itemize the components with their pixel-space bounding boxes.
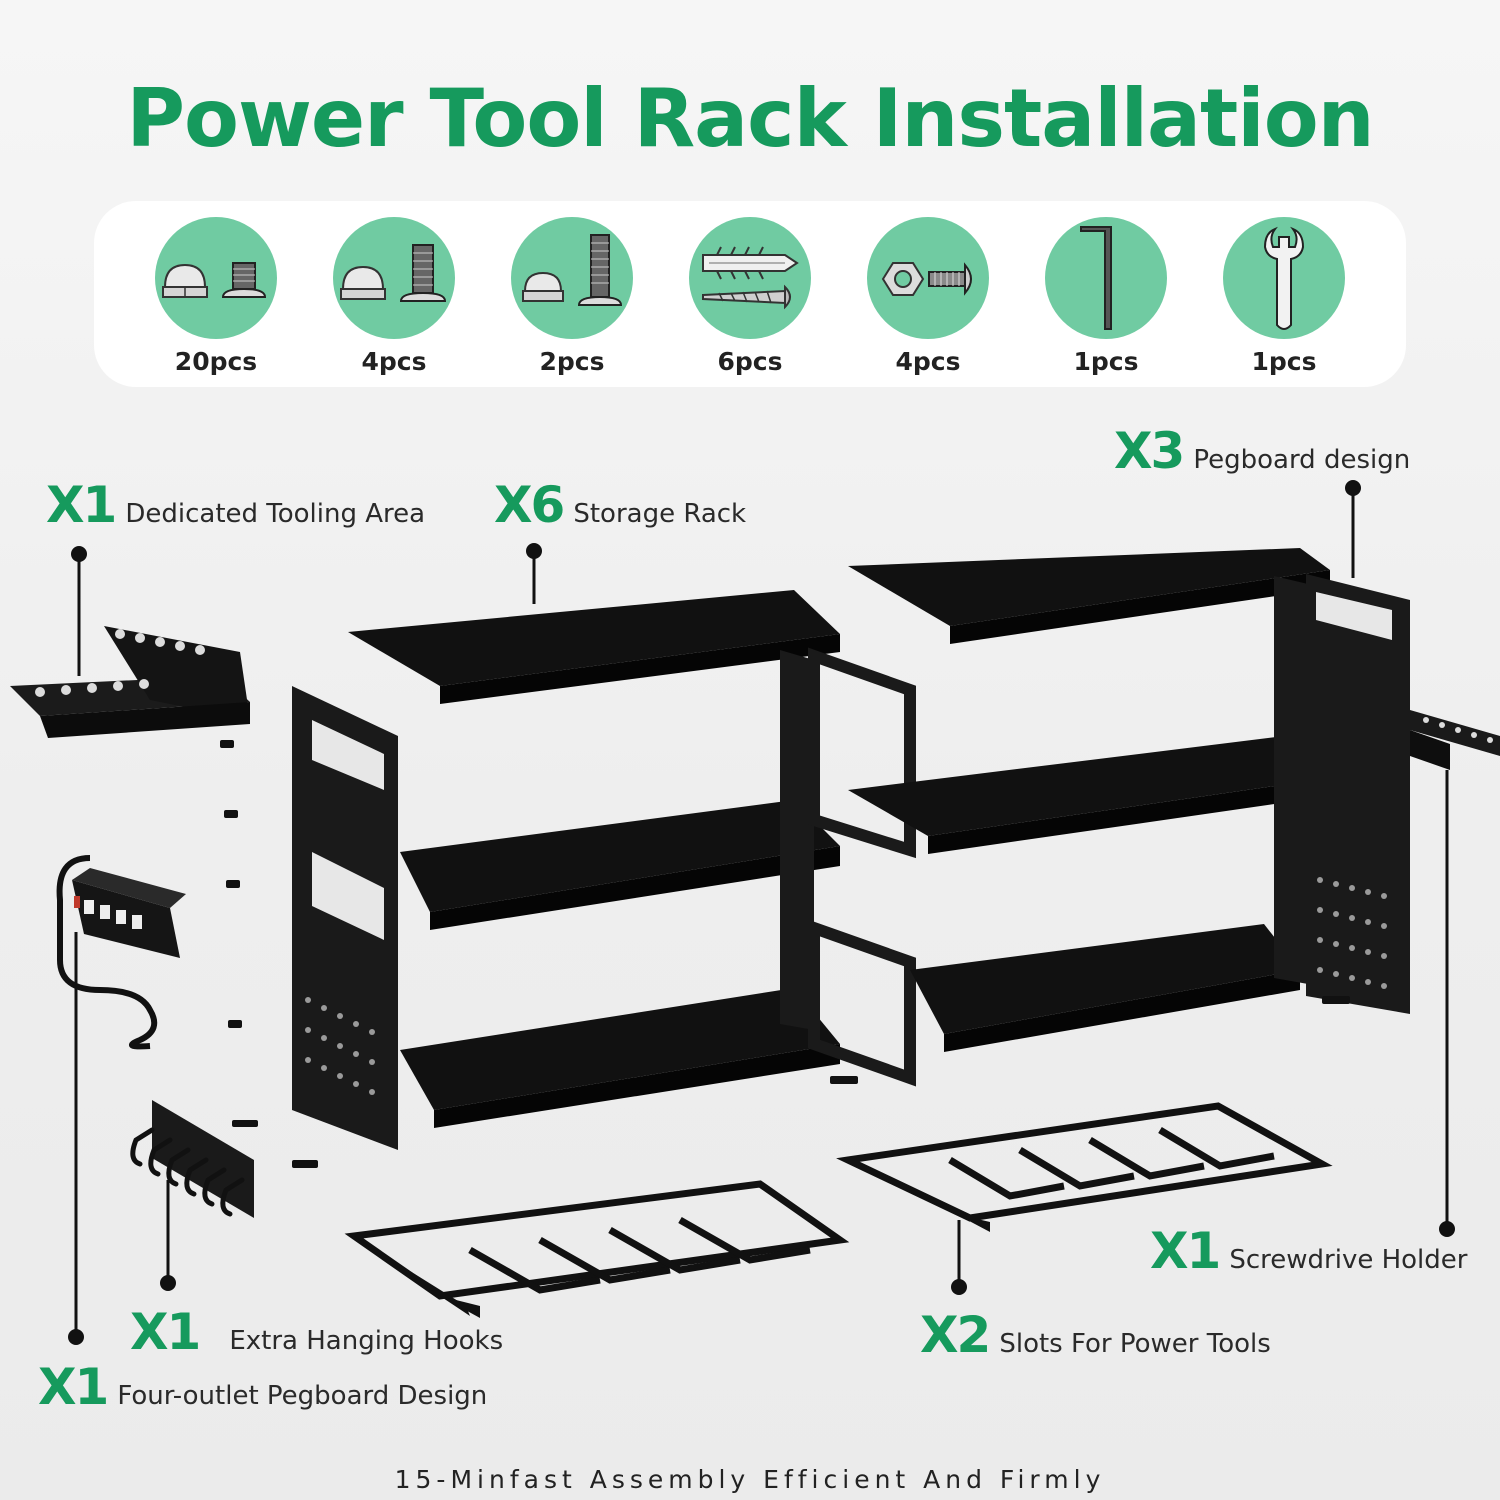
cap-nut-and-long-bolt-icon [511,217,633,339]
hardware-parts-panel: 20pcs 4pcs [94,201,1406,387]
wrench-icon [1223,217,1345,339]
tooling-holder [10,626,250,738]
part-quantity: 1pcs [1073,347,1139,376]
page-title: Power Tool Rack Installation [126,72,1374,165]
cap-nut-and-short-bolt-icon [155,217,277,339]
right-shelves [848,548,1410,1052]
part-item: 4pcs [866,217,990,376]
part-item: 2pcs [510,217,634,376]
wall-anchor-and-screw-icon [689,217,811,339]
allen-key-icon [1045,217,1167,339]
callout-label: Slots For Power Tools [999,1329,1271,1359]
part-item: 4pcs [332,217,456,376]
assembly-tagline: 15-Minfast Assembly Efficient And Firmly [394,1465,1106,1494]
left-shelves [348,590,916,1128]
part-quantity: 6pcs [717,347,783,376]
callout-count: X2 [920,1306,991,1364]
leader-dots [68,480,1455,1345]
callout-label: Pegboard design [1193,445,1411,475]
callout-count: X1 [130,1303,201,1361]
screwdriver-holder [1410,710,1500,770]
part-quantity: 1pcs [1251,347,1317,376]
callout-count: X3 [1114,422,1185,480]
part-quantity: 20pcs [174,347,258,376]
callout-count: X1 [38,1358,109,1416]
part-item: 6pcs [688,217,812,376]
callout-count: X1 [46,476,117,534]
part-item: 1pcs [1222,217,1346,376]
part-quantity: 4pcs [895,347,961,376]
part-item: 1pcs [1044,217,1168,376]
power-strip [56,855,186,1050]
part-quantity: 2pcs [539,347,605,376]
callout-label: Storage Rack [573,499,747,529]
callout-label: Dedicated Tooling Area [125,499,426,529]
leader-lines [74,488,1449,1336]
part-quantity: 4pcs [361,347,427,376]
power-tool-slot-rack-left [344,1180,850,1318]
callout-count: X6 [494,476,565,534]
power-tool-slot-rack-right [836,1102,1333,1232]
hanging-hooks [130,1100,254,1218]
left-pegboard-panel [292,686,398,1150]
callout-label: Four-outlet Pegboard Design [117,1381,488,1411]
callout-label: Extra Hanging Hooks [229,1326,504,1356]
part-item: 20pcs [154,217,278,376]
callout-label: Screwdrive Holder [1229,1245,1468,1275]
cap-nut-and-medium-bolt-icon [333,217,455,339]
hex-nut-and-bolt-icon [867,217,989,339]
callout-count: X1 [1150,1222,1221,1280]
loose-screws [220,740,1350,1168]
